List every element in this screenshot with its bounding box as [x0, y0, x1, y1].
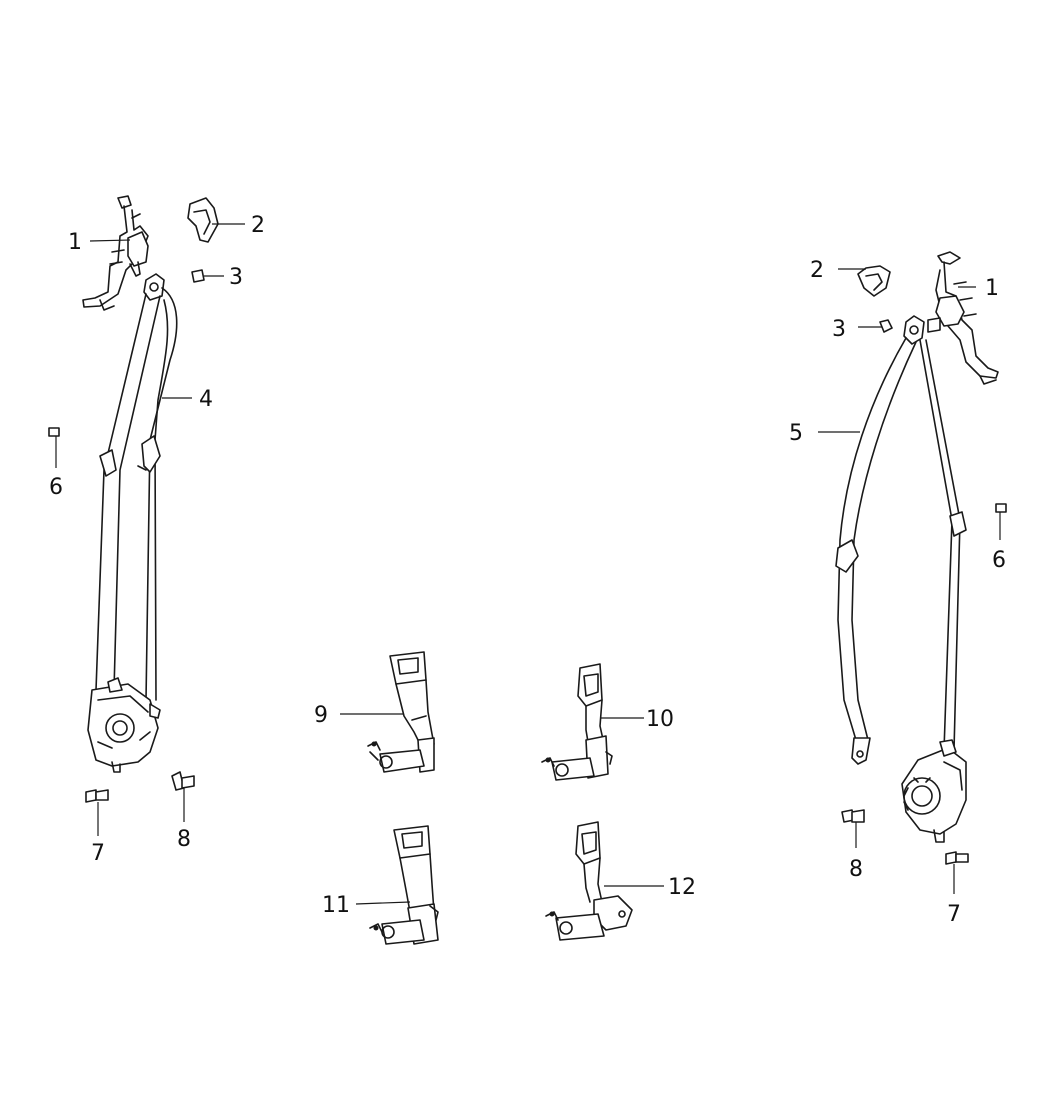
callout-buckle-12: 12	[668, 875, 696, 900]
callout-labels: 1 2 3 4 6 7 8 2 1 3 5 6 8 7 9 10 11 12	[49, 213, 1006, 927]
callout-right-8: 8	[849, 857, 863, 882]
right-bolt-7	[945, 851, 969, 865]
callout-left-3: 3	[229, 265, 243, 290]
left-trim-cover	[187, 197, 219, 243]
callout-left-6: 6	[49, 475, 63, 500]
callout-buckle-9: 9	[314, 703, 328, 728]
leader-lines	[55, 223, 1001, 905]
left-small-bolt	[48, 427, 60, 437]
callout-left-4: 4	[199, 387, 213, 412]
left-belt-webbing	[95, 273, 178, 701]
buckle-11	[369, 825, 439, 945]
callout-right-5: 5	[789, 421, 803, 446]
callout-left-8: 8	[177, 827, 191, 852]
callout-left-7: 7	[91, 841, 105, 866]
callout-right-3: 3	[832, 317, 846, 342]
left-nut	[191, 269, 205, 283]
right-small-bolt	[995, 503, 1007, 513]
callout-right-1: 1	[985, 276, 999, 301]
right-nut	[879, 319, 893, 333]
right-belt-assembly	[835, 251, 1007, 865]
right-bolt-8	[841, 809, 865, 823]
right-belt-webbing	[835, 315, 967, 765]
right-height-adjuster	[927, 251, 999, 385]
left-belt-assembly	[48, 195, 219, 803]
left-height-adjuster	[82, 195, 149, 311]
callout-buckle-11: 11	[322, 893, 350, 918]
left-bolt-8	[171, 771, 195, 791]
buckle-9	[367, 651, 435, 773]
left-retractor	[87, 677, 161, 773]
buckle-10	[541, 663, 613, 781]
right-trim-cover	[857, 265, 891, 297]
callout-left-2: 2	[251, 213, 265, 238]
callout-right-2: 2	[810, 258, 824, 283]
buckle-12	[545, 821, 633, 941]
callout-left-1: 1	[68, 230, 82, 255]
callout-right-6: 6	[992, 548, 1006, 573]
right-retractor	[901, 739, 967, 843]
left-bolt-7	[85, 789, 109, 803]
callout-right-7: 7	[947, 902, 961, 927]
callout-buckle-10: 10	[646, 707, 674, 732]
